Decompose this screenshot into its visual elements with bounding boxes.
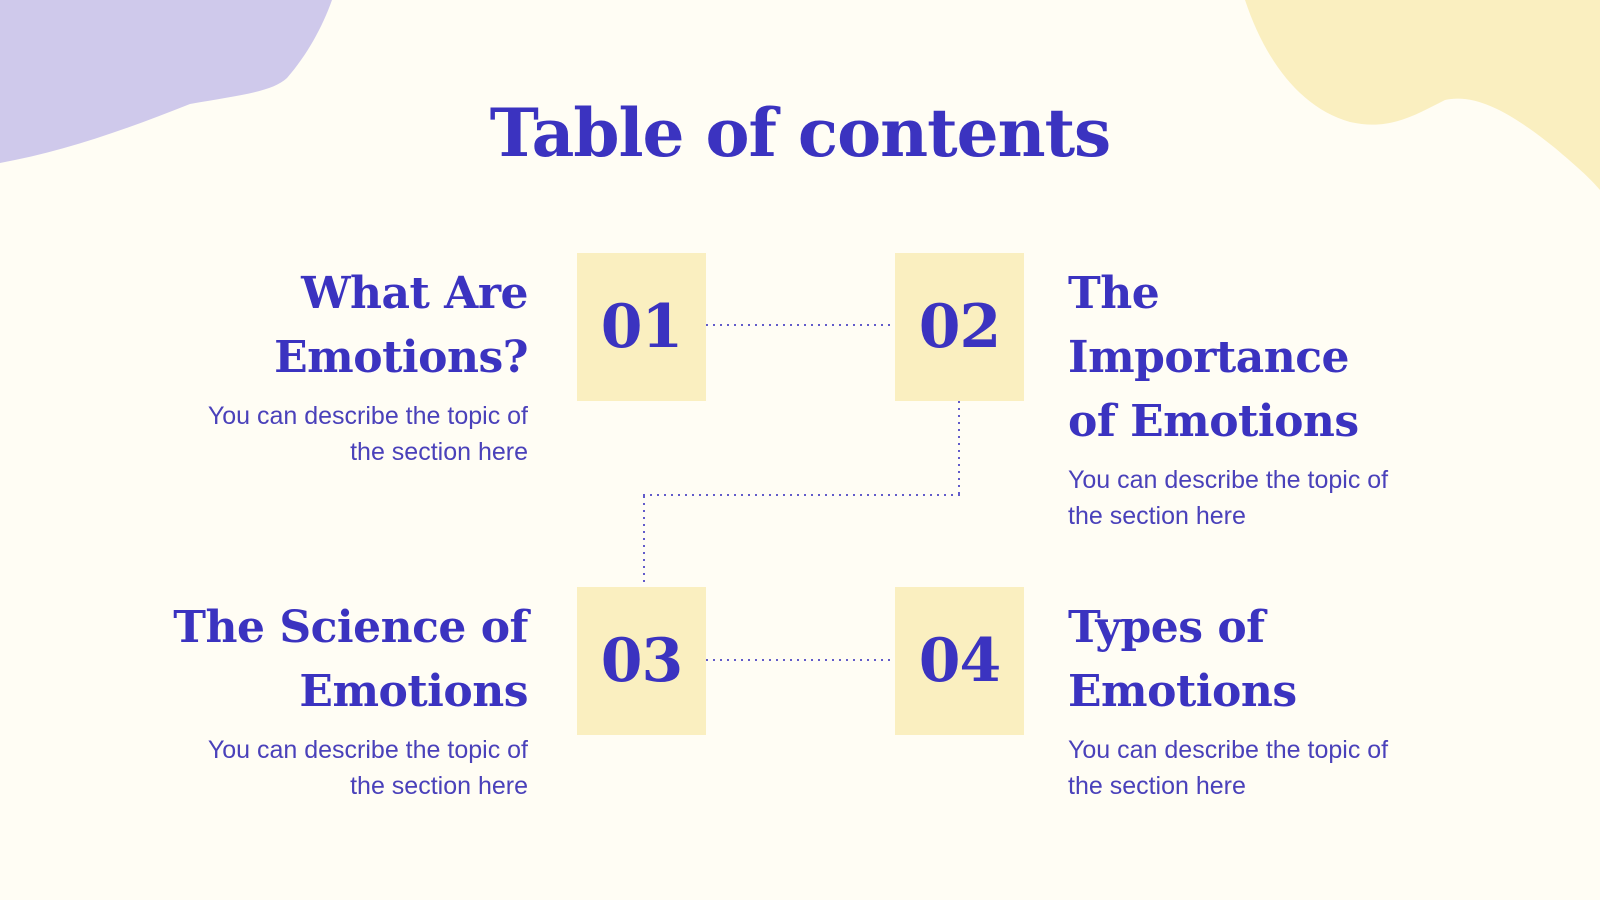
section-04-title-line-1: Types of [1068,602,1265,653]
section-02-number: 02 [918,292,1001,362]
connector-02-03-vertical-segment-2 [643,496,645,587]
section-04-number-box[interactable]: 04 [895,587,1024,735]
section-03-title-line-1: The Science of [173,602,528,653]
section-01-title[interactable]: What Are Emotions? [145,262,528,390]
section-01-number: 01 [600,292,683,362]
section-03-title[interactable]: The Science of Emotions [145,596,528,724]
section-04-title-line-2: Emotions [1068,666,1297,717]
section-02-description: You can describe the topic of the sectio… [1068,462,1451,534]
section-04-number: 04 [918,626,1001,696]
yellow-corner-blob-icon [1245,0,1600,190]
section-01-description-line-1: You can describe the topic of [207,402,528,430]
section-01-title-line-1: What Are [301,268,528,319]
section-02-text-block: The Importance of Emotions You can descr… [1068,262,1451,534]
connector-01-02-dotted-line [706,324,895,326]
section-03-text-block: The Science of Emotions You can describe… [145,596,528,804]
section-03-description-line-1: You can describe the topic of [207,736,528,764]
connector-03-04-dotted-line [706,659,895,661]
section-01-description: You can describe the topic of the sectio… [145,398,528,470]
connector-02-03-vertical-segment [958,401,960,495]
section-03-description: You can describe the topic of the sectio… [145,732,528,804]
section-02-title-line-1: The Importance [1068,268,1350,383]
section-03-title-line-2: Emotions [299,666,528,717]
purple-corner-blob-icon [0,0,332,163]
section-03-number-box[interactable]: 03 [577,587,706,735]
section-02-description-line-1: You can describe the topic of [1068,466,1389,494]
section-03-number: 03 [600,626,683,696]
connector-02-03-horizontal-segment [643,494,960,496]
section-02-description-line-2: the section here [1068,502,1246,530]
section-04-description-line-1: You can describe the topic of [1068,736,1389,764]
section-04-title[interactable]: Types of Emotions [1068,596,1451,724]
section-02-title-line-2: of Emotions [1068,396,1359,447]
section-01-text-block: What Are Emotions? You can describe the … [145,262,529,470]
section-01-title-line-2: Emotions? [274,332,528,383]
section-03-description-line-2: the section here [350,772,528,800]
section-04-text-block: Types of Emotions You can describe the t… [1068,596,1451,804]
section-04-description: You can describe the topic of the sectio… [1068,732,1451,804]
page-title: Table of contents [489,94,1111,172]
section-01-number-box[interactable]: 01 [577,253,706,401]
section-02-title[interactable]: The Importance of Emotions [1068,262,1451,454]
section-04-description-line-2: the section here [1068,772,1246,800]
section-01-description-line-2: the section here [350,438,528,466]
section-02-number-box[interactable]: 02 [895,253,1024,401]
